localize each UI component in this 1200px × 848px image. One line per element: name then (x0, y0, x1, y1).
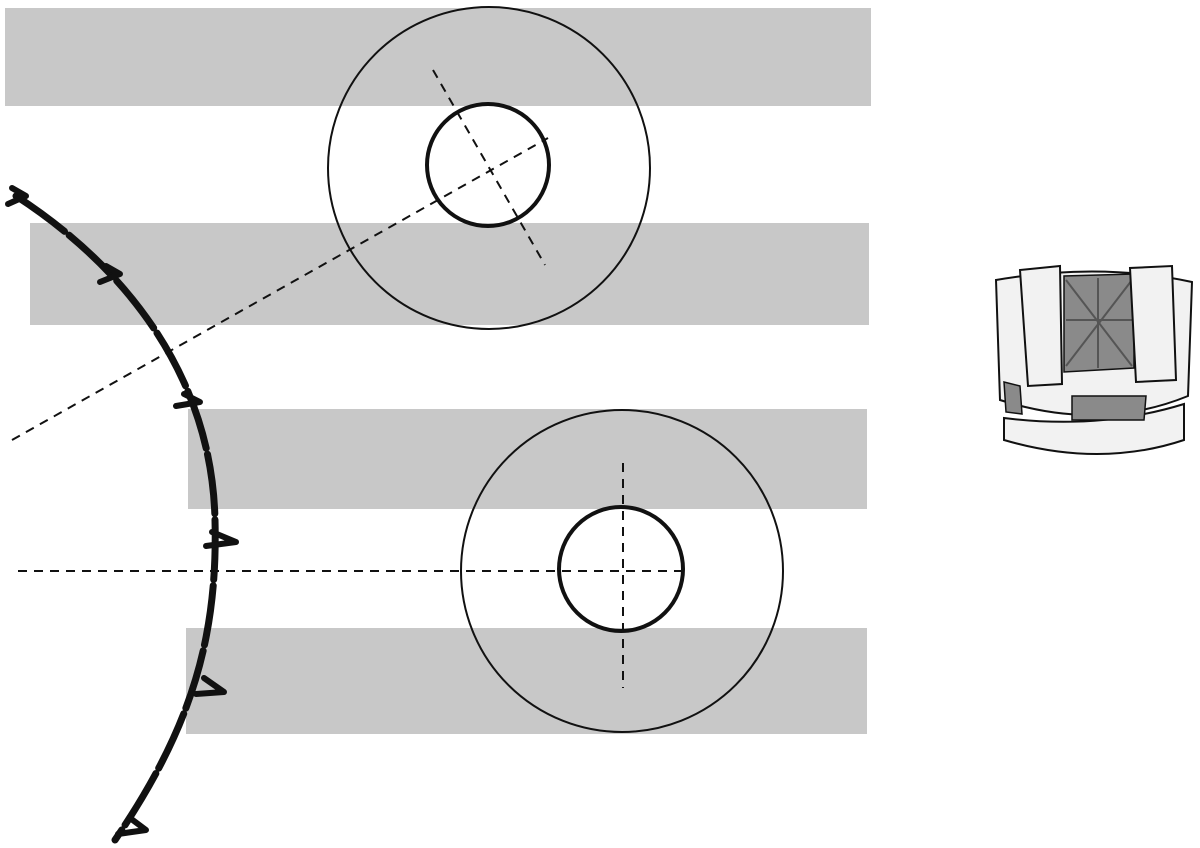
telescope-aperture-upper (327, 6, 651, 330)
outer-aperture-circle-upper (327, 6, 651, 330)
sight-ray-upper (11, 137, 549, 441)
enclosure-vent (1071, 395, 1147, 421)
telescope-enclosure-icon (994, 264, 1194, 455)
wavefront-arc (12, 192, 219, 844)
band-4 (186, 628, 867, 734)
sight-rays (11, 137, 686, 572)
axis-line-upper-a (432, 69, 546, 266)
enclosure-door-right (1128, 264, 1178, 384)
band-1 (5, 8, 871, 106)
band-3 (188, 409, 867, 509)
inner-aperture-circle-lower (557, 505, 685, 633)
wavefront-arrow-4 (203, 529, 239, 549)
telescope-aperture-lower (460, 409, 784, 733)
outer-aperture-circle-lower (460, 409, 784, 733)
band-2 (30, 223, 869, 325)
wavefront-arrow-2 (97, 263, 123, 285)
wavefront-arrow-5 (193, 675, 227, 697)
inner-aperture-circle-upper (425, 102, 551, 228)
wavefront-arrow-3 (173, 391, 203, 409)
wavefront-arrow-6 (115, 815, 149, 837)
enclosure-side-shade (1003, 381, 1023, 415)
wavefront-arrows (5, 185, 239, 837)
enclosure-door-left (1018, 264, 1064, 388)
wavefront (5, 185, 239, 844)
wavefront-arrow-1 (5, 185, 29, 207)
bands (5, 8, 871, 734)
